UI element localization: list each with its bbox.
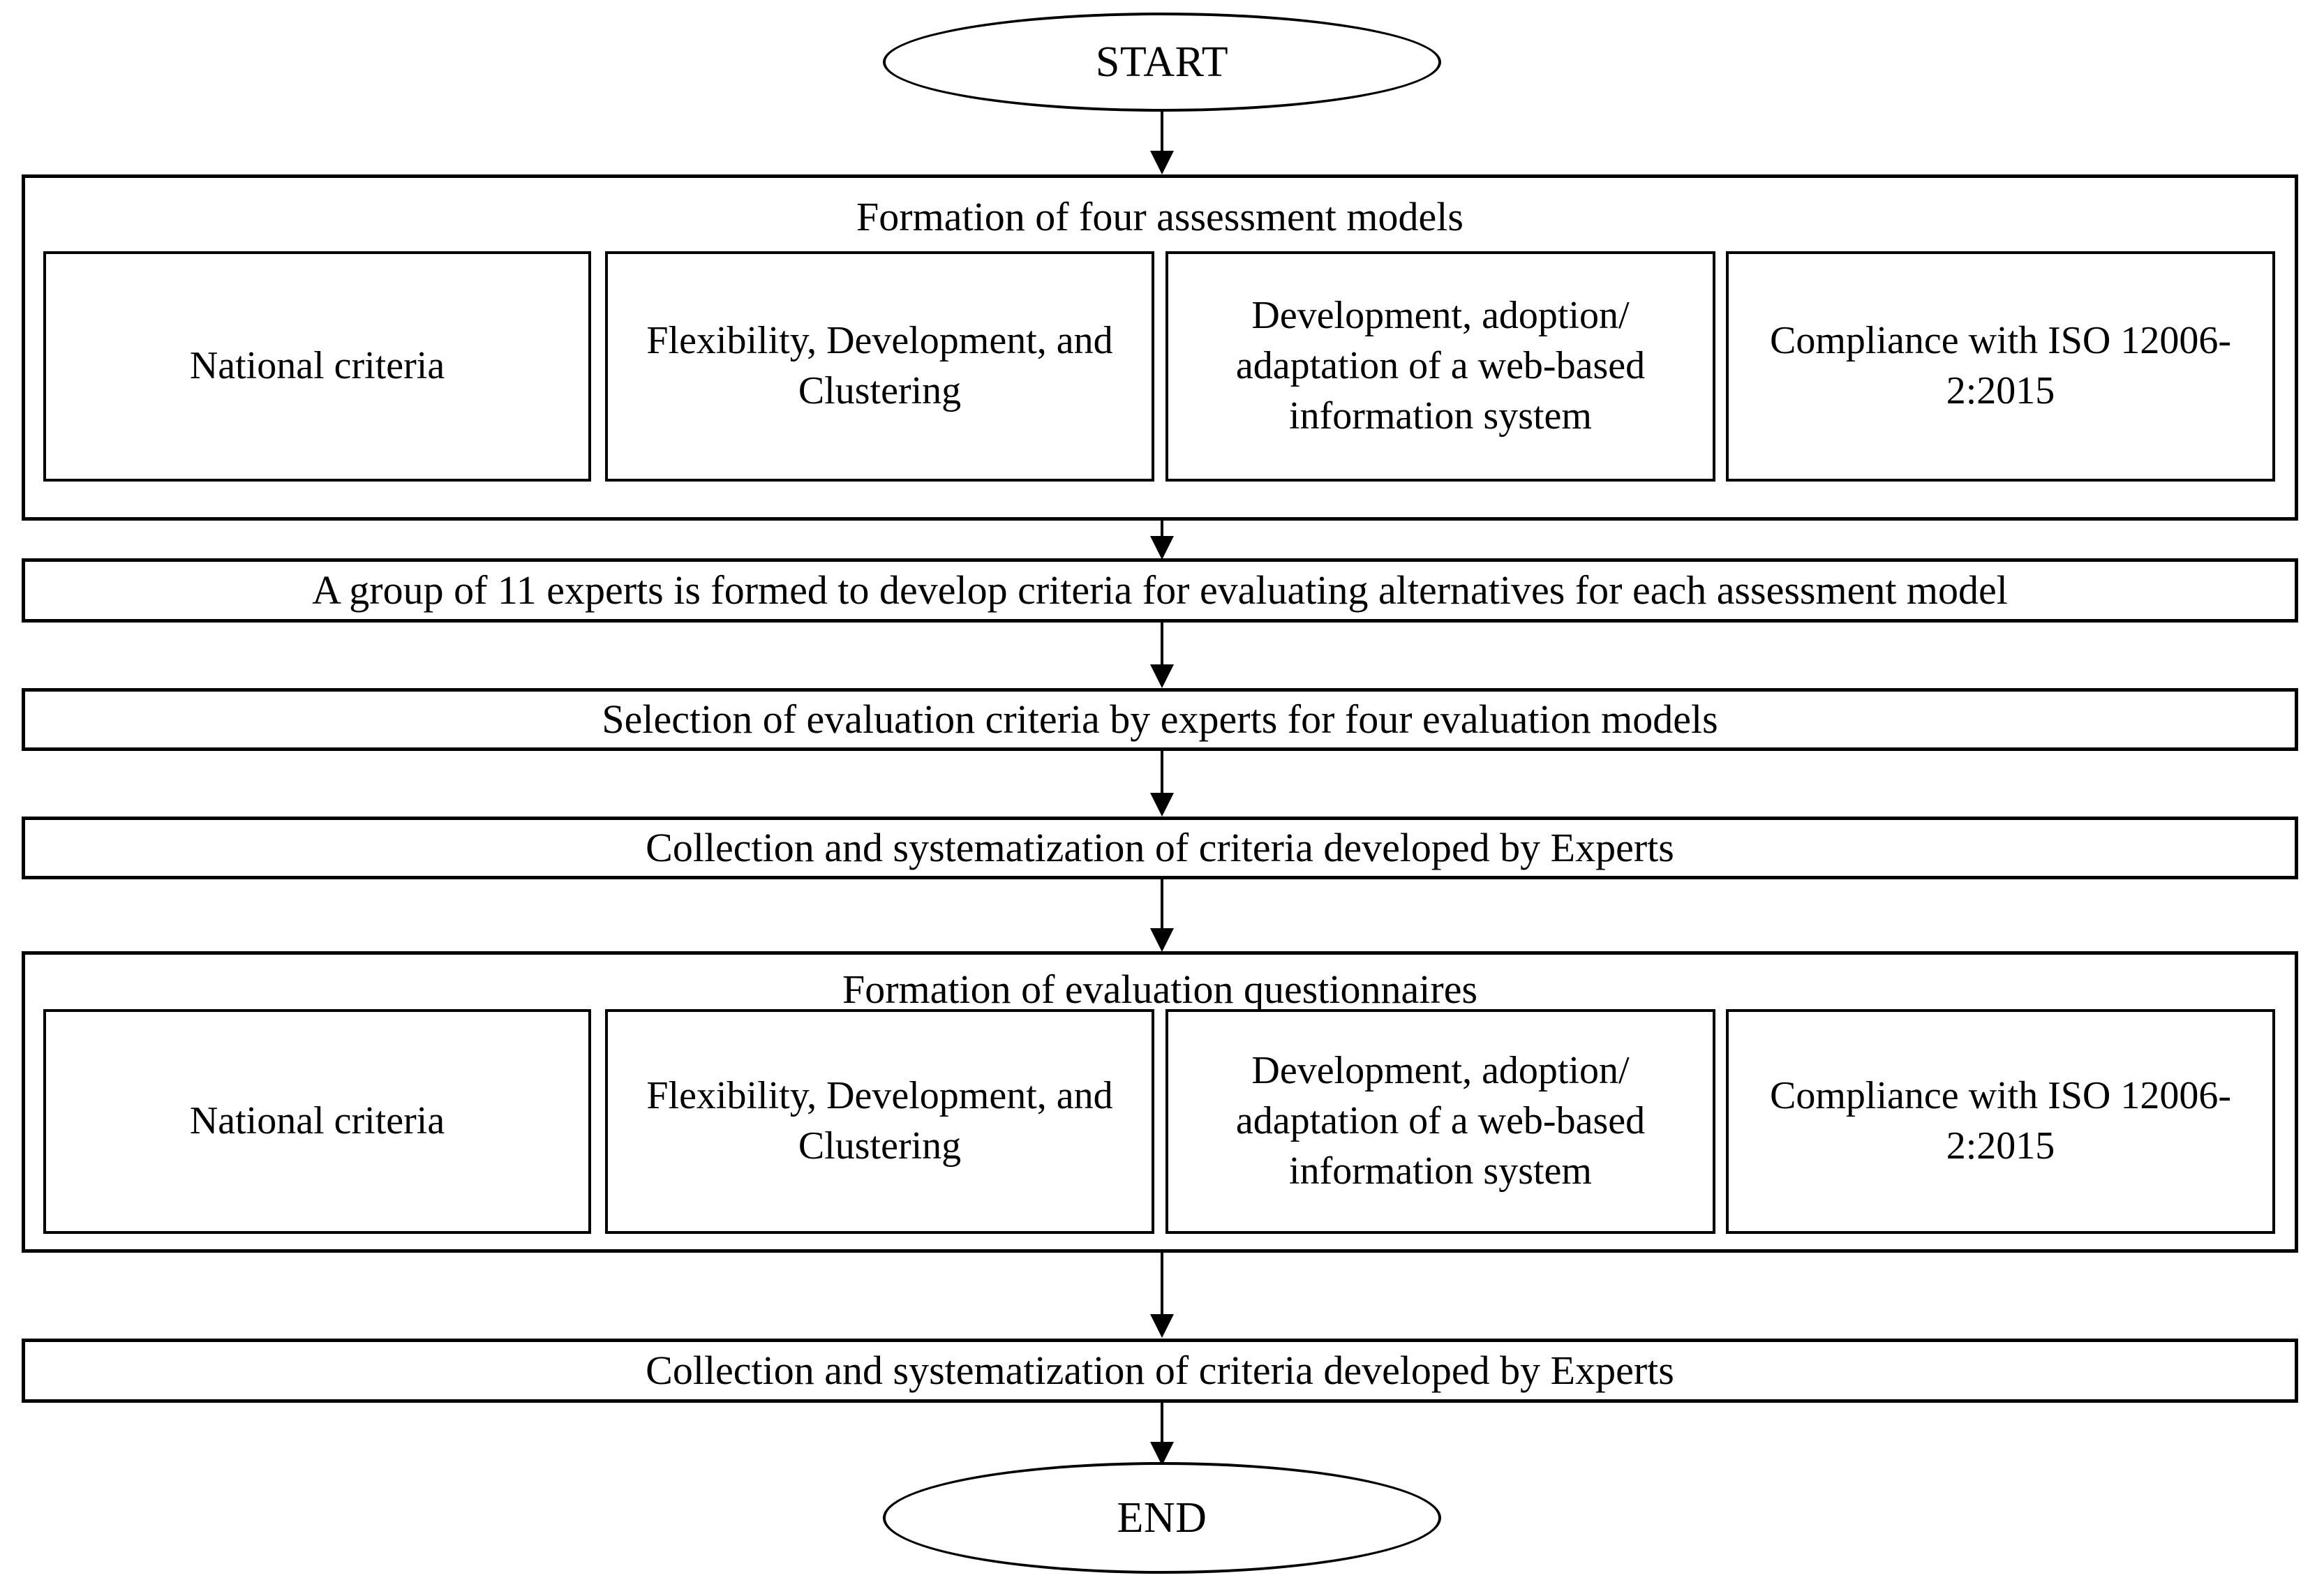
start-label: START bbox=[1095, 38, 1229, 86]
collection-first-row[interactable]: Collection and systematization of criter… bbox=[22, 817, 2298, 879]
collection-second-label: Collection and systematization of criter… bbox=[646, 1348, 1674, 1394]
end-terminator: END bbox=[883, 1462, 1441, 1574]
assessment-model-label: National criteria bbox=[189, 344, 445, 388]
collection-first-label: Collection and systematization of criter… bbox=[646, 825, 1674, 871]
assessment-models-title: Formation of four assessment models bbox=[856, 194, 1463, 239]
questionnaires-group: Formation of evaluation questionnaires N… bbox=[22, 951, 2298, 1253]
assessment-model-label: Flexibility, Development, and Clustering bbox=[646, 319, 1113, 412]
assessment-models-group: Formation of four assessment models Nati… bbox=[22, 174, 2298, 521]
end-label: END bbox=[1117, 1494, 1207, 1542]
criteria-selection-label: Selection of evaluation criteria by expe… bbox=[602, 696, 1718, 743]
assessment-models-subboxes: National criteria Flexibility, Developme… bbox=[43, 251, 2277, 482]
questionnaire-flexibility-development-clustering[interactable]: Flexibility, Development, and Clustering bbox=[605, 1009, 1154, 1234]
start-terminator: START bbox=[883, 13, 1441, 112]
expert-group-label: A group of 11 experts is formed to devel… bbox=[312, 567, 2008, 613]
assessment-model-iso-compliance[interactable]: Compliance with ISO 12006-2:2015 bbox=[1726, 251, 2275, 482]
assessment-model-web-based-information-system[interactable]: Development, adoption/ adaptation of a w… bbox=[1165, 251, 1715, 482]
assessment-model-national-criteria[interactable]: National criteria bbox=[43, 251, 591, 482]
expert-group-row[interactable]: A group of 11 experts is formed to devel… bbox=[22, 558, 2298, 623]
questionnaire-iso-compliance[interactable]: Compliance with ISO 12006-2:2015 bbox=[1726, 1009, 2275, 1234]
questionnaires-subboxes: National criteria Flexibility, Developme… bbox=[43, 1009, 2277, 1234]
collection-second-row[interactable]: Collection and systematization of criter… bbox=[22, 1339, 2298, 1403]
questionnaires-title: Formation of evaluation questionnaires bbox=[842, 967, 1478, 1012]
questionnaire-web-based-information-system[interactable]: Development, adoption/ adaptation of a w… bbox=[1165, 1009, 1715, 1234]
questionnaire-label: National criteria bbox=[189, 1099, 445, 1143]
questionnaire-label: Compliance with ISO 12006-2:2015 bbox=[1769, 1074, 2232, 1168]
questionnaire-national-criteria[interactable]: National criteria bbox=[43, 1009, 591, 1234]
questionnaire-label: Flexibility, Development, and Clustering bbox=[646, 1074, 1113, 1168]
assessment-model-label: Development, adoption/ adaptation of a w… bbox=[1235, 294, 1646, 438]
questionnaire-label: Development, adoption/ adaptation of a w… bbox=[1235, 1049, 1646, 1193]
criteria-selection-row[interactable]: Selection of evaluation criteria by expe… bbox=[22, 688, 2298, 751]
assessment-model-flexibility-development-clustering[interactable]: Flexibility, Development, and Clustering bbox=[605, 251, 1154, 482]
assessment-model-label: Compliance with ISO 12006-2:2015 bbox=[1769, 319, 2232, 412]
